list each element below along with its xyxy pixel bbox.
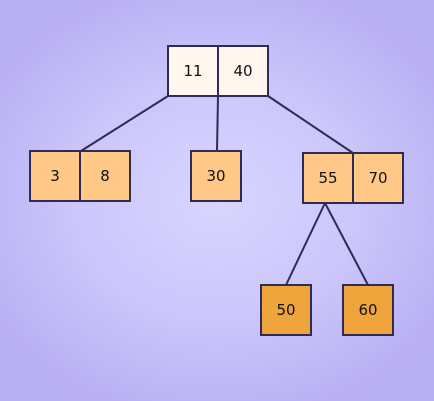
leaf-right-key-1: 60 [342,284,394,336]
edge-root-to-middle [216,95,219,152]
right-child-key-2: 70 [352,152,404,204]
left-child-key-2: 8 [79,150,131,202]
edge-root-to-right [267,95,354,154]
edge-right-to-leaf-right [324,202,369,286]
leaf-left-key-1: 50 [260,284,312,336]
root-key-2: 40 [217,45,269,97]
edge-root-to-left [80,95,169,152]
left-child-key-1: 3 [29,150,81,202]
middle-child-key-1: 30 [190,150,242,202]
root-key-1: 11 [167,45,219,97]
edge-right-to-leaf-left [285,202,326,286]
right-child-key-1: 55 [302,152,354,204]
